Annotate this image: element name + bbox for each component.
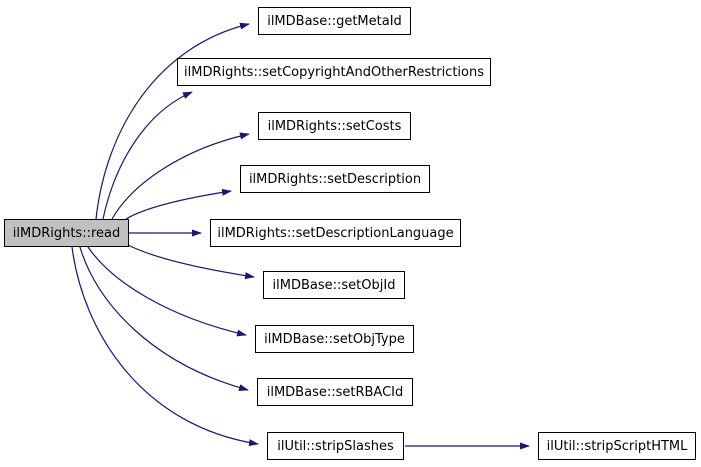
node-ilmdbase-getmetaid[interactable]: ilMDBase::getMetaId (258, 7, 411, 35)
edge-read-to-stripslashes (71, 246, 259, 447)
node-ilmdbase-setobjtype[interactable]: ilMDBase::setObjType (255, 325, 414, 353)
node-ilmdbase-setobjid[interactable]: ilMDBase::setObjId (263, 271, 405, 299)
edge-read-to-getmetaid (95, 22, 250, 220)
node-ilmdrights-setcopyrightandotherrestrictions[interactable]: ilMDRights::setCopyrightAndOtherRestrict… (177, 58, 491, 86)
edge-read-to-setobjid (127, 244, 255, 280)
edge-read-to-setrbacid (79, 246, 249, 392)
node-ilmdbase-setrbacid[interactable]: ilMDBase::setRBACId (257, 378, 413, 406)
edge-read-to-setdescription (125, 188, 232, 220)
node-ilmdrights-setdescriptionlanguage[interactable]: ilMDRights::setDescriptionLanguage (210, 219, 461, 247)
edge-read-to-setcosts (111, 132, 250, 220)
edge-read-to-setobjtype (87, 246, 247, 337)
edge-read-to-setcopyrightandotherrestrictions (102, 91, 193, 220)
node-ilutil-stripscripthtml[interactable]: ilUtil::stripScriptHTML (538, 432, 696, 460)
node-ilutil-stripslashes[interactable]: ilUtil::stripSlashes (267, 432, 404, 460)
node-ilmdrights-read[interactable]: ilMDRights::read (4, 219, 129, 247)
node-ilmdrights-setdescription[interactable]: ilMDRights::setDescription (240, 165, 430, 193)
node-ilmdrights-setcosts[interactable]: ilMDRights::setCosts (258, 112, 411, 140)
